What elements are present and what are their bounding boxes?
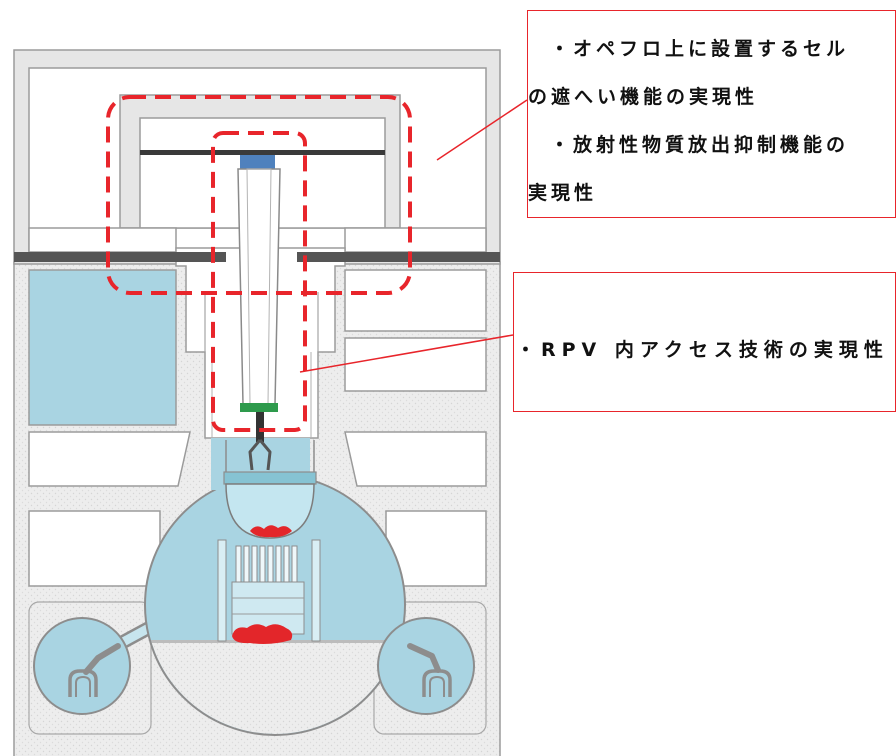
operating-floor-cell: [119, 94, 401, 229]
gripper-stem: [256, 412, 264, 442]
callout-rpv-line-1: ・RPV 内アクセス技術の実現性: [516, 339, 889, 361]
rpv-access-highlight: [211, 131, 307, 432]
callout-cell-functions: ・オペフロ上に設置するセル の遮へい機能の実現性 ・放射性物質放出抑制機能の 実…: [527, 10, 896, 218]
suppression-arm-right: [407, 643, 441, 673]
callout-cell-line-2: の遮へい機能の実現性: [528, 86, 759, 108]
suppression-bracket-right: [422, 669, 452, 697]
crane-beam: [140, 150, 385, 155]
pedestal-fuel-debris: [232, 624, 293, 644]
cell-area-highlight: [106, 95, 412, 295]
suppression-chamber-left-shell: [33, 617, 131, 715]
suppression-chamber-left: [33, 617, 131, 715]
access-manipulator: [237, 155, 281, 471]
floor-bar-right: [297, 252, 500, 262]
crd-housing: [275, 545, 282, 583]
room-left-mid: [28, 431, 191, 487]
leader-line-access-callout: [299, 334, 514, 373]
callout-cell-line-4: 実現性: [528, 182, 598, 204]
suppression-bracket-right-inner: [429, 675, 445, 697]
suppression-bracket-left: [68, 669, 98, 697]
manipulator-mast: [237, 168, 281, 405]
room-left-low: [28, 510, 161, 587]
room-right-mid: [344, 431, 487, 487]
suppression-chamber-right: [377, 617, 475, 715]
callout-cell-line-3: ・放射性物質放出抑制機能の: [550, 134, 850, 156]
suppression-chamber-right-shell: [377, 617, 475, 715]
floor-bar-left: [14, 252, 226, 262]
spent-fuel-pool: [28, 269, 177, 426]
rpv-fuel-debris: [250, 525, 292, 538]
rpv-lower-head: [225, 483, 315, 539]
room-right-upper-1: [344, 269, 487, 332]
crd-housing: [267, 545, 274, 583]
pedestal-wall-left: [217, 539, 227, 642]
mast-drive-unit: [240, 155, 275, 169]
room-right-upper-2: [344, 337, 487, 392]
mast-end-effector: [240, 403, 278, 412]
shield-plug-slab-left: [28, 227, 177, 253]
callout-rpv-access: ・RPV 内アクセス技術の実現性: [513, 272, 896, 412]
crd-housing: [259, 545, 266, 583]
pedestal-wall-right: [311, 539, 321, 642]
suppression-room-left: [28, 601, 152, 735]
suppression-arm-left: [83, 643, 121, 675]
crd-housing: [291, 545, 298, 583]
shield-plug-slab-right: [344, 227, 487, 253]
suppression-bracket-left-inner: [75, 675, 91, 697]
pedestal: [217, 539, 321, 644]
leader-line-cell-callout: [436, 99, 528, 161]
crd-housing: [251, 545, 258, 583]
crd-housing: [243, 545, 250, 583]
callout-cell-line-1: ・オペフロ上に設置するセル: [550, 38, 850, 60]
reactor-pressure-vessel: [223, 440, 317, 539]
crd-housing: [283, 545, 290, 583]
rpv-flange-band: [223, 471, 317, 485]
crd-housing: [235, 545, 242, 583]
gripper-fork: [248, 439, 272, 471]
